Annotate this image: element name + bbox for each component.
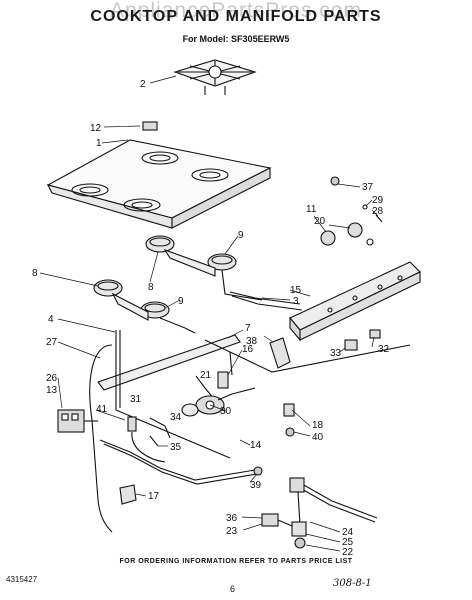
bracket-18 — [283, 403, 295, 417]
bracket-32 — [369, 329, 381, 339]
callout-17: 17 — [148, 491, 160, 502]
page-number: 6 — [230, 584, 236, 594]
callout-2: 2 — [140, 79, 146, 90]
igniter — [127, 416, 137, 432]
callout-15: 15 — [290, 285, 302, 296]
callout-13: 13 — [46, 385, 58, 396]
burner — [145, 235, 175, 253]
callout-12: 12 — [90, 123, 102, 134]
callout-7: 7 — [245, 323, 251, 334]
callout-33: 33 — [330, 348, 342, 359]
callout-32: 32 — [378, 344, 390, 355]
callout-11: 11 — [306, 204, 317, 215]
knob — [347, 222, 363, 238]
callout-20: 20 — [314, 216, 326, 227]
callout-35: 35 — [170, 442, 182, 453]
gas-line — [299, 487, 376, 523]
callout-31: 31 — [130, 394, 142, 405]
callout-8: 8 — [32, 268, 38, 279]
ordering-note: FOR ORDERING INFORMATION REFER TO PARTS … — [119, 558, 353, 565]
bracket-33 — [344, 339, 358, 351]
callout-8b: 8 — [148, 282, 154, 293]
callout-30: 30 — [220, 406, 232, 417]
callout-29: 29 — [372, 195, 384, 206]
callout-22: 22 — [342, 547, 354, 558]
tube — [89, 344, 113, 533]
callout-38: 38 — [246, 336, 258, 347]
clip — [142, 121, 158, 131]
callout-14: 14 — [250, 440, 262, 451]
callout-41: 41 — [96, 404, 108, 415]
callout-3: 3 — [293, 296, 299, 307]
callout-24: 24 — [342, 527, 354, 538]
handwritten-note: 308-8-1 — [333, 578, 372, 589]
pipe — [99, 439, 256, 481]
callout-40: 40 — [312, 432, 324, 443]
bracket — [269, 337, 291, 369]
regulator-bottom — [289, 477, 305, 493]
wire — [131, 431, 166, 463]
callout-4: 4 — [48, 314, 54, 325]
callout-1: 1 — [96, 138, 102, 149]
callout-37: 37 — [362, 182, 374, 193]
callout-39: 39 — [250, 480, 262, 491]
valve — [181, 403, 199, 417]
callout-25: 25 — [342, 537, 354, 548]
callout-21: 21 — [200, 370, 212, 381]
callout-9b: 9 — [178, 296, 184, 307]
callout-36: 36 — [226, 513, 238, 524]
page-title: COOKTOP AND MANIFOLD PARTS — [90, 8, 382, 25]
burner — [93, 279, 123, 297]
callout-28: 28 — [372, 206, 384, 217]
regulator — [57, 409, 85, 433]
callout-34: 34 — [170, 412, 182, 423]
callout-26: 26 — [46, 373, 58, 384]
callout-9: 9 — [238, 230, 244, 241]
callout-16: 16 — [242, 344, 254, 355]
callout-27: 27 — [46, 337, 58, 348]
callout-23: 23 — [226, 526, 238, 537]
callout-18: 18 — [312, 420, 324, 431]
bracket-17 — [119, 484, 137, 505]
document-number: 4315427 — [6, 575, 38, 584]
knob — [320, 230, 336, 246]
model-subtitle: For Model: SF305EERW5 — [182, 34, 290, 44]
crossbar — [97, 334, 241, 391]
watermark: AppliancePartsPros.com — [110, 0, 362, 22]
